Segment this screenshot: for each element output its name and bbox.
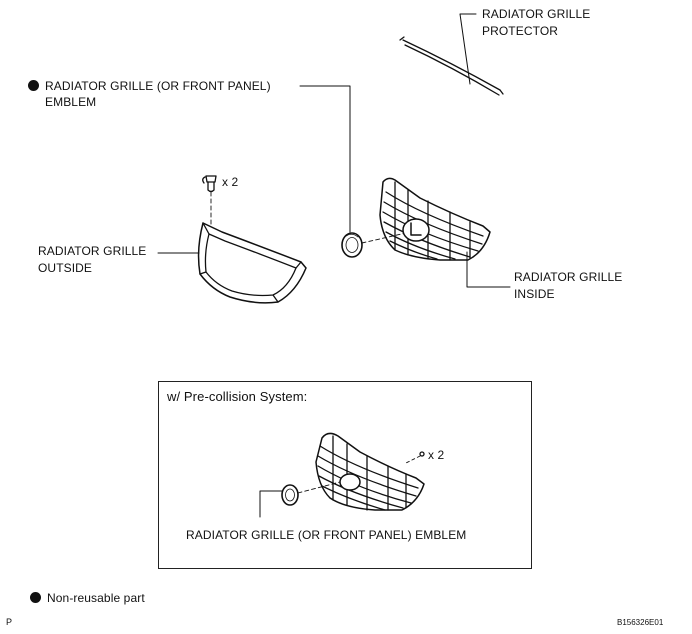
non-reusable-dot-icon [28, 80, 39, 91]
outside-label-line1: RADIATOR GRILLE [38, 244, 147, 258]
radiator-grille-inside [379, 177, 491, 261]
non-reusable-dot-icon [30, 592, 41, 603]
page-mark: P [6, 617, 13, 627]
inset-emblem-leader-line [259, 490, 283, 518]
inset-title: w/ Pre-collision System: [167, 389, 308, 404]
emblem-leader-line [299, 85, 351, 233]
inset-emblem [281, 484, 299, 506]
radiator-grille-outside [197, 222, 307, 304]
protector-label-line2: PROTECTOR [482, 24, 559, 38]
clip-quantity: x 2 [222, 175, 239, 189]
clip-fastener [202, 175, 217, 193]
inset-emblem-label: RADIATOR GRILLE (OR FRONT PANEL) EMBLEM [186, 528, 467, 542]
radiator-grille-emblem [341, 232, 363, 258]
inset-radiator-grille [315, 432, 425, 511]
protector-leader-line [459, 13, 477, 85]
outside-label-line2: OUTSIDE [38, 261, 93, 275]
inside-label-line2: INSIDE [514, 287, 555, 301]
radiator-grille-protector [399, 36, 504, 96]
figure-code: B156326E01 [617, 618, 664, 627]
pre-collision-inset-box [158, 381, 532, 569]
inside-label-line1: RADIATOR GRILLE [514, 270, 623, 284]
protector-label-line1: RADIATOR GRILLE [482, 7, 591, 21]
legend-non-reusable: Non-reusable part [30, 591, 145, 606]
emblem-label-line1: RADIATOR GRILLE (OR FRONT PANEL) [28, 79, 271, 94]
inset-clip-quantity: x 2 [428, 448, 445, 462]
inside-leader-line [466, 251, 511, 288]
inset-clip [419, 451, 425, 457]
emblem-label-line2: EMBLEM [45, 95, 97, 109]
